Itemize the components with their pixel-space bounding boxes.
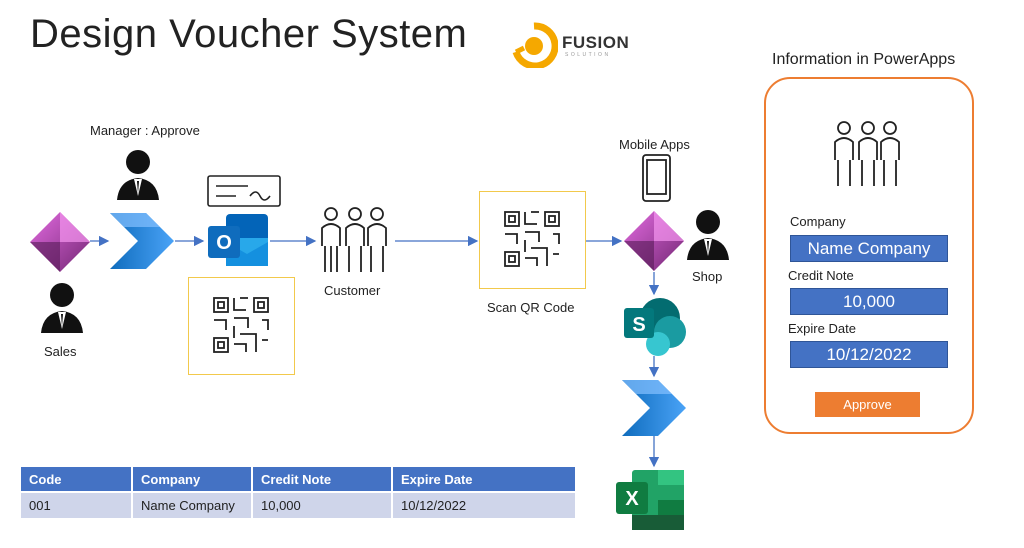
- column-header: Company: [132, 467, 253, 492]
- voucher-table: Code Company Credit Note Expire Date 001…: [21, 467, 575, 518]
- table-cell: 10,000: [252, 491, 393, 518]
- powerapps-icon: [30, 212, 90, 272]
- power-automate-icon-right: [622, 380, 686, 436]
- sharepoint-icon: S: [624, 298, 686, 356]
- people-icon: [321, 207, 387, 272]
- credit-note-label: Credit Note: [788, 268, 854, 283]
- table-row: 001 Name Company 10,000 10/12/2022: [21, 491, 575, 518]
- qr-code-icon: [504, 211, 560, 267]
- table-cell: 10/12/2022: [392, 491, 575, 518]
- company-field[interactable]: Name Company: [790, 235, 948, 262]
- qr-code-icon: [213, 297, 269, 353]
- approve-button[interactable]: Approve: [815, 392, 920, 417]
- expire-date-field[interactable]: 10/12/2022: [790, 341, 948, 368]
- sales-person-icon: [41, 283, 83, 333]
- column-header: Credit Note: [252, 467, 393, 492]
- shop-person-icon: [687, 210, 729, 260]
- scan-label: Scan QR Code: [487, 300, 575, 315]
- logo-name: FUSION: [562, 33, 630, 52]
- mobile-apps-label: Mobile Apps: [619, 137, 690, 152]
- panel-title: Information in PowerApps: [772, 51, 956, 68]
- sales-label: Sales: [44, 344, 77, 359]
- svg-text:O: O: [216, 232, 232, 254]
- voucher-qr-box: [188, 277, 295, 375]
- table-header-row: Code Company Credit Note Expire Date: [21, 467, 575, 492]
- outlook-icon: O: [208, 214, 268, 266]
- phone-icon: [642, 154, 671, 202]
- manager-label: Manager : Approve: [90, 123, 200, 138]
- svg-text:S: S: [632, 314, 645, 336]
- manager-person-icon: [117, 150, 159, 200]
- panel-people-icon: [834, 121, 900, 186]
- column-header: Code: [21, 467, 133, 492]
- fusion-logo-icon: [512, 22, 558, 68]
- credit-note-field[interactable]: 10,000: [790, 288, 948, 315]
- cheque-icon: [207, 175, 281, 207]
- excel-icon: X: [616, 470, 684, 530]
- table-cell: 001: [21, 491, 133, 518]
- logo-sub: SOLUTION: [565, 52, 611, 58]
- expire-date-label: Expire Date: [788, 321, 856, 336]
- column-header: Expire Date: [392, 467, 575, 492]
- power-automate-icon: [110, 213, 174, 269]
- company-label: Company: [790, 214, 846, 229]
- powerapps-icon-mobile: [624, 211, 684, 271]
- scan-qr-box: [479, 191, 586, 289]
- customer-label: Customer: [324, 283, 381, 298]
- powerapps-panel: [764, 77, 974, 434]
- svg-text:X: X: [625, 488, 639, 510]
- shop-label: Shop: [692, 269, 723, 284]
- page-title: Design Voucher System: [30, 12, 468, 56]
- table-cell: Name Company: [132, 491, 253, 518]
